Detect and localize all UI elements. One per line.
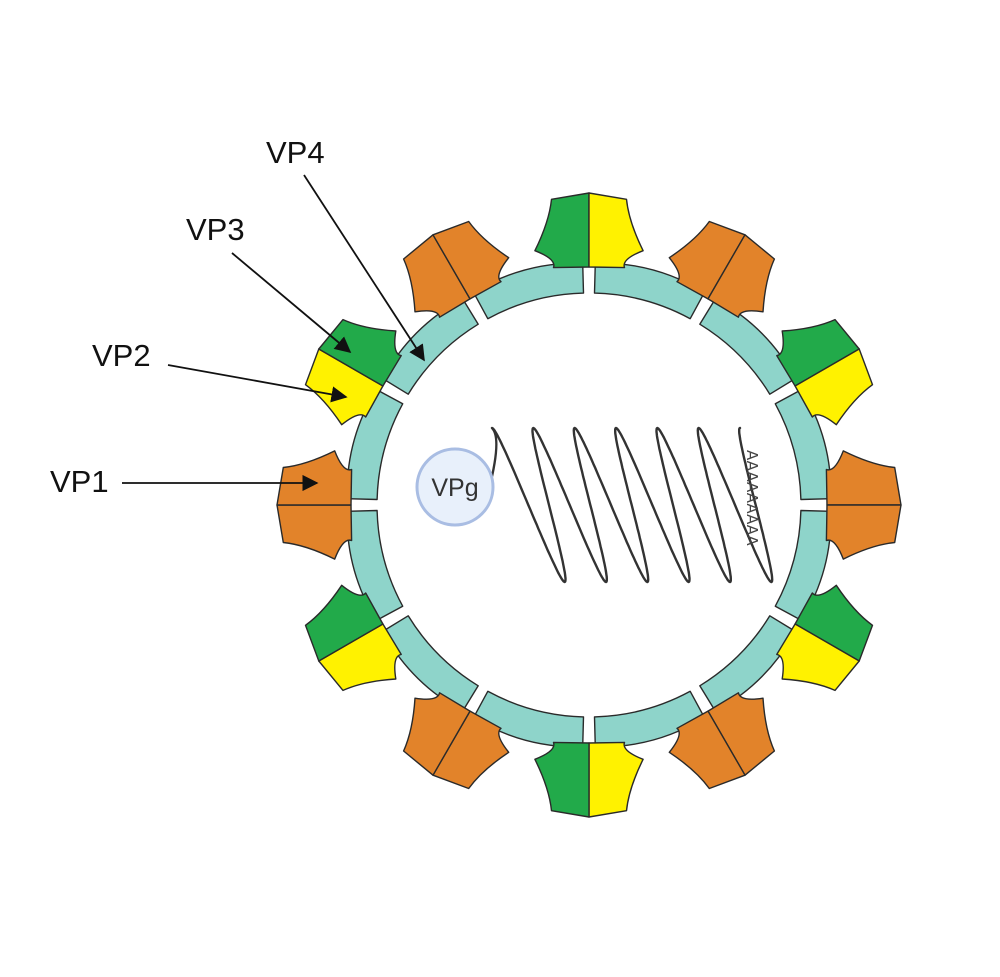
vp4-subunit: [382, 298, 479, 395]
capsid-shell: [276, 192, 902, 818]
label-vp1: VP1: [50, 464, 109, 499]
vp3-subunit: [588, 741, 644, 818]
vp2-subunit: [794, 584, 874, 662]
label-vp3: VP3: [186, 212, 245, 247]
vp2-subunit: [534, 741, 590, 818]
vpg-label: VPg: [431, 474, 478, 502]
vp1-subunit: [402, 234, 471, 318]
vp1-subunit: [825, 450, 902, 506]
arrow-vp3: [231, 252, 352, 354]
vp1-subunit: [402, 692, 471, 776]
vp1-subunit: [276, 504, 353, 560]
poly-a-tail: AAAAAAAAA: [743, 450, 761, 546]
vp1-subunit: [276, 450, 353, 506]
rna-strand: [487, 426, 774, 584]
vp1-subunit: [668, 710, 746, 790]
vp3-subunit: [794, 348, 874, 426]
vp1-subunit: [825, 504, 902, 560]
arrow-vp4: [303, 174, 425, 362]
vp1-subunit: [707, 234, 776, 318]
vp1-subunit: [432, 220, 510, 300]
vp4-subunit: [699, 615, 796, 712]
vp2-subunit: [304, 584, 384, 662]
vp2-subunit: [776, 318, 860, 387]
vp3-subunit: [318, 623, 402, 692]
rna-genome: VPg AAAAAAAAA: [415, 426, 774, 584]
vp4-subunit: [382, 615, 479, 712]
vp2-subunit: [318, 318, 402, 387]
vp4-subunit: [699, 298, 796, 395]
vp1-subunit: [707, 692, 776, 776]
vp1-subunit: [668, 220, 746, 300]
vp1-subunit: [432, 710, 510, 790]
label-vp2: VP2: [92, 338, 151, 373]
vp2-subunit: [534, 192, 590, 269]
vp3-subunit: [588, 192, 644, 269]
vpg-protein: [415, 447, 495, 527]
vp3-subunit: [776, 623, 860, 692]
label-vp4: VP4: [266, 135, 325, 170]
arrow-vp2: [167, 364, 348, 403]
